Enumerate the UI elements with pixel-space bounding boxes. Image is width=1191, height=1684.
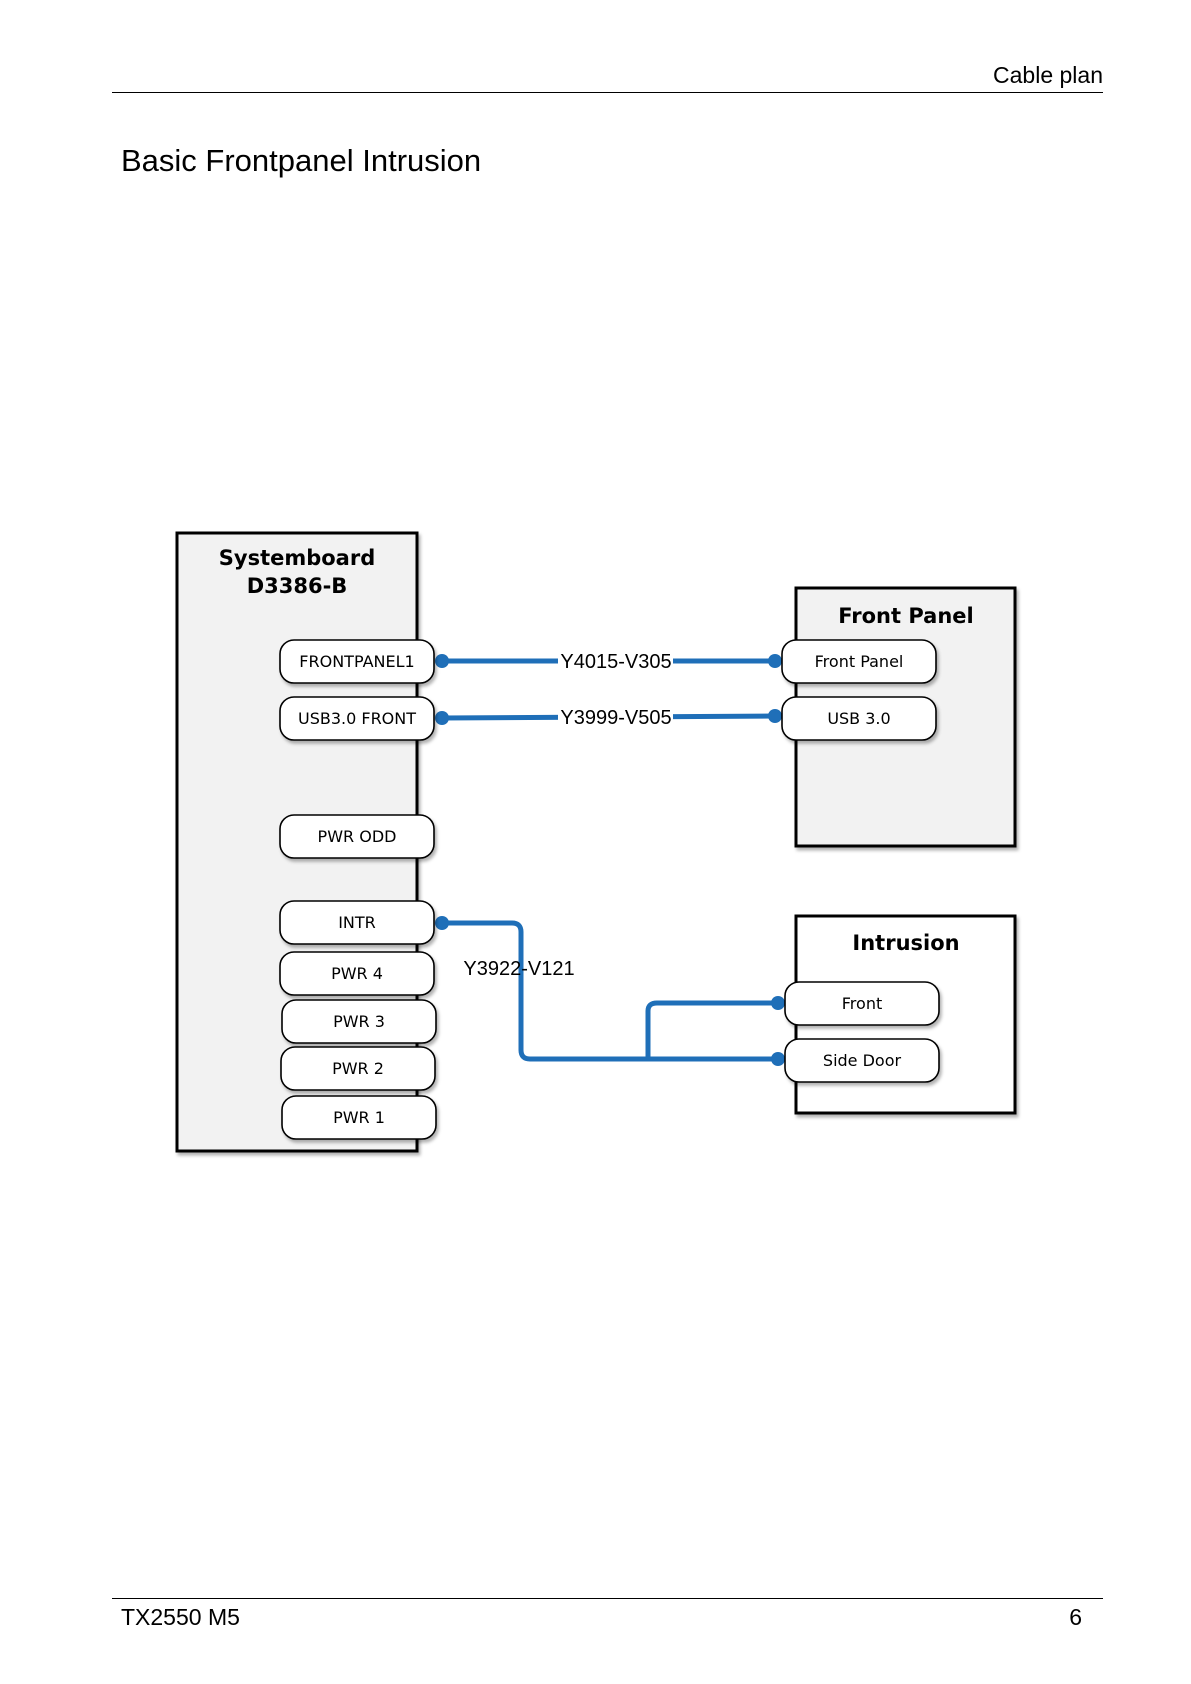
page-number: 6 xyxy=(1069,1604,1082,1631)
cable-end-dot xyxy=(771,996,785,1010)
connector-intr: INTR xyxy=(280,901,434,944)
connector-label: Front Panel xyxy=(815,652,904,671)
connector-pwr-2: PWR 2 xyxy=(281,1047,435,1090)
connector-pwr-odd: PWR ODD xyxy=(280,815,434,858)
connector-label: PWR ODD xyxy=(318,827,397,846)
cable-label-y3922-v121: Y3922-V121 xyxy=(463,958,574,980)
cable-end-dot xyxy=(768,709,782,723)
cable-end-dot xyxy=(768,654,782,668)
connector-usb3-front: USB3.0 FRONT xyxy=(280,697,434,740)
cable-end-dot xyxy=(435,654,449,668)
connector-pwr-4: PWR 4 xyxy=(280,952,434,995)
cable-label-y3999-v505: Y3999-V505 xyxy=(560,707,671,729)
cable-end-dot xyxy=(435,916,449,930)
front-panel-title: Front Panel xyxy=(838,604,973,628)
connector-front-panel: Front Panel xyxy=(782,640,936,683)
systemboard-title: Systemboard xyxy=(219,546,376,570)
connector-label: USB 3.0 xyxy=(827,709,890,728)
cable-label-y4015-v305: Y4015-V305 xyxy=(560,651,671,673)
connector-label: PWR 3 xyxy=(333,1012,385,1031)
cable-y3922-v121 xyxy=(442,923,778,1059)
connector-label: PWR 2 xyxy=(332,1059,384,1078)
footer-model: TX2550 M5 xyxy=(121,1604,240,1631)
cable-end-dot xyxy=(435,711,449,725)
connector-frontpanel1: FRONTPANEL1 xyxy=(280,640,434,683)
connector-label: FRONTPANEL1 xyxy=(299,652,414,671)
cable-end-dot xyxy=(771,1052,785,1066)
connector-label: PWR 1 xyxy=(333,1108,385,1127)
connector-label: USB3.0 FRONT xyxy=(298,709,416,728)
connector-label: Front xyxy=(842,994,882,1013)
connector-usb-3-0: USB 3.0 xyxy=(782,697,936,740)
connector-label: Side Door xyxy=(823,1051,902,1070)
connector-side-door: Side Door xyxy=(785,1039,939,1082)
footer-rule xyxy=(112,1598,1103,1599)
connector-label: PWR 4 xyxy=(331,964,383,983)
intrusion-title: Intrusion xyxy=(852,931,959,955)
connector-pwr-1: PWR 1 xyxy=(282,1096,436,1139)
connector-pwr-3: PWR 3 xyxy=(282,1000,436,1043)
systemboard-model: D3386-B xyxy=(247,574,348,598)
connector-front: Front xyxy=(785,982,939,1025)
connector-label: INTR xyxy=(338,913,376,932)
